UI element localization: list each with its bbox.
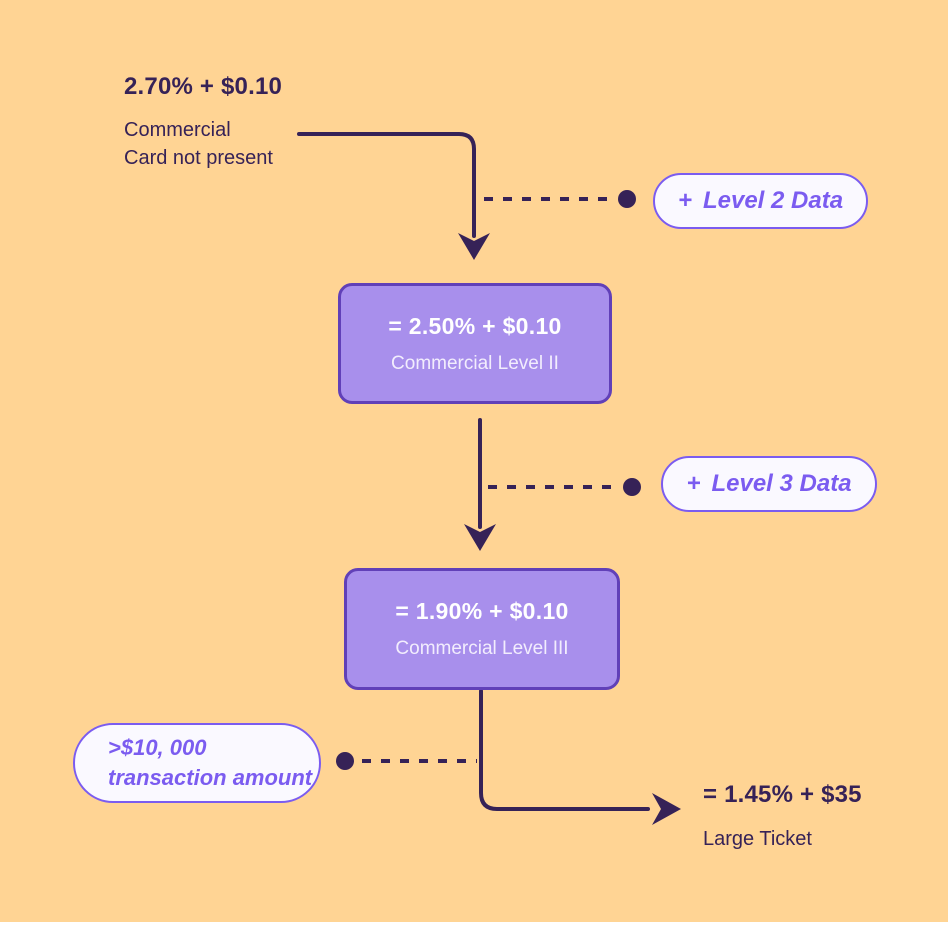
level3-rate: = 1.90% + $0.10 bbox=[395, 598, 569, 624]
arrowhead-down-level2-icon bbox=[458, 233, 490, 260]
level2-label: Commercial Level II bbox=[391, 352, 559, 374]
source-rate: 2.70% + $0.10 bbox=[124, 73, 283, 100]
source-label-line1: Commercial bbox=[124, 119, 231, 141]
large-ticket-label: Large Ticket bbox=[703, 828, 812, 850]
threshold-line1: >$10, 000 bbox=[108, 735, 207, 760]
level2-data-pill: + Level 2 Data bbox=[653, 173, 868, 229]
level2-rate: = 2.50% + $0.10 bbox=[388, 312, 562, 339]
commercial-level2-box: = 2.50% + $0.10 Commercial Level II bbox=[338, 283, 612, 404]
commercial-level3-box: = 1.90% + $0.10 Commercial Level III bbox=[344, 568, 620, 690]
plus-icon: + bbox=[677, 187, 692, 214]
large-ticket-rate: = 1.45% + $35 bbox=[703, 781, 862, 808]
level2-data-label: Level 2 Data bbox=[702, 187, 844, 214]
level3-label: Commercial Level III bbox=[395, 638, 569, 659]
arrowhead-down-level3-icon bbox=[464, 524, 496, 551]
transaction-threshold-pill: >$10, 000 transaction amount bbox=[73, 723, 321, 803]
arrowhead-right-large-ticket-icon bbox=[652, 793, 681, 825]
large-ticket-node: = 1.45% + $35 Large Ticket bbox=[703, 780, 862, 853]
connector-source-to-level2 bbox=[297, 132, 476, 238]
source-label-line2: Card not present bbox=[124, 147, 273, 169]
level3-data-label: Level 3 Data bbox=[711, 470, 852, 497]
level3-dot-icon bbox=[623, 478, 641, 496]
connector-level3-to-large-ticket bbox=[479, 689, 650, 811]
plus-icon: + bbox=[686, 470, 701, 497]
source-node: 2.70% + $0.10 Commercial Card not presen… bbox=[124, 72, 282, 172]
level3-data-pill: + Level 3 Data bbox=[661, 456, 877, 512]
level2-dot-icon bbox=[618, 190, 636, 208]
threshold-line2: transaction amount bbox=[108, 765, 313, 790]
footer-strip bbox=[0, 922, 948, 925]
threshold-dot-icon bbox=[336, 752, 354, 770]
